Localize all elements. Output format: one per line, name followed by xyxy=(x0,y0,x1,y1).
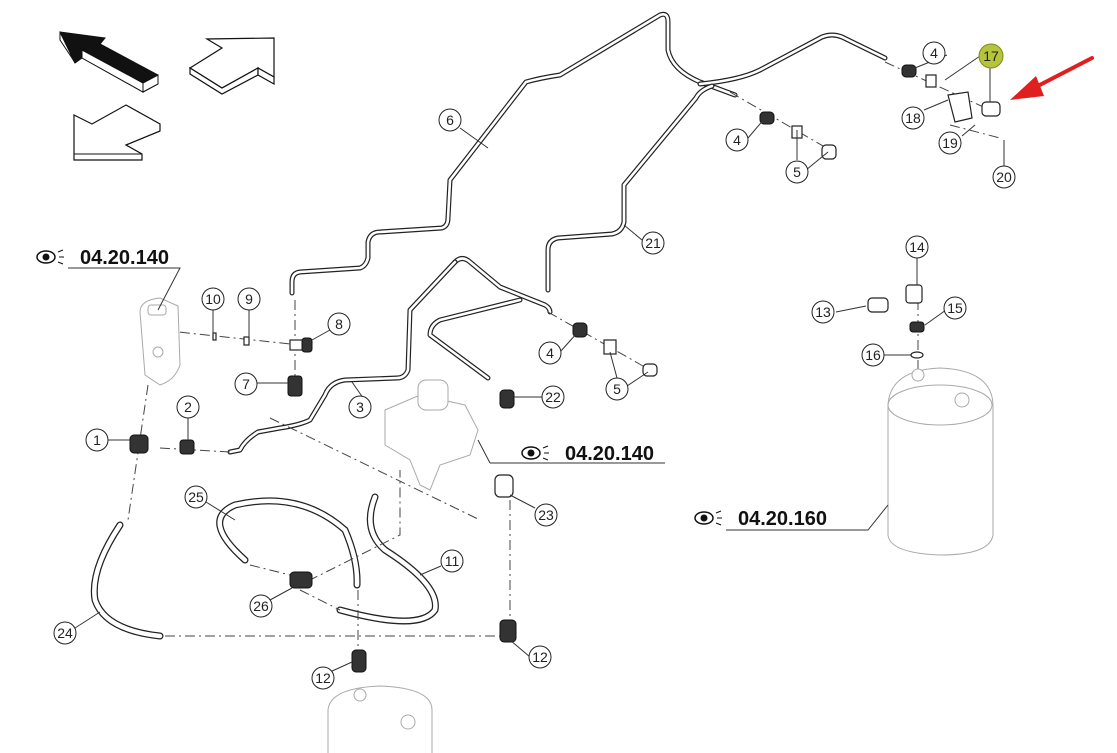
svg-text:04.20.140: 04.20.140 xyxy=(565,443,654,465)
callout-16[interactable]: 16 xyxy=(861,343,885,367)
callout-21[interactable]: 21 xyxy=(641,231,665,255)
callout-6[interactable]: 6 xyxy=(438,108,462,132)
eye-icon xyxy=(36,249,64,265)
callout-4-low[interactable]: 4 xyxy=(538,341,562,365)
svg-text:4: 4 xyxy=(930,45,938,61)
callout-24[interactable]: 24 xyxy=(53,621,77,645)
svg-text:19: 19 xyxy=(942,135,958,151)
leaders xyxy=(68,54,1005,673)
nav-arrow-up-right[interactable] xyxy=(188,37,275,95)
red-pointer-arrow xyxy=(1010,56,1094,100)
pipe-21 xyxy=(545,32,888,293)
svg-text:12: 12 xyxy=(532,649,548,665)
svg-text:4: 4 xyxy=(733,132,741,148)
callout-1[interactable]: 1 xyxy=(85,428,109,452)
callout-26[interactable]: 26 xyxy=(249,594,273,618)
eye-icon xyxy=(521,445,549,461)
pipe-3 xyxy=(227,256,553,455)
callout-8[interactable]: 8 xyxy=(327,312,351,336)
callout-9[interactable]: 9 xyxy=(237,287,261,311)
valve-body-left xyxy=(139,297,181,386)
callout-12-right[interactable]: 12 xyxy=(528,645,552,669)
svg-text:6: 6 xyxy=(446,112,454,128)
reference-link-3[interactable]: 04.20.160 xyxy=(694,508,827,530)
svg-text:7: 7 xyxy=(242,376,250,392)
fittings xyxy=(129,64,1001,673)
svg-text:5: 5 xyxy=(613,381,621,397)
svg-text:15: 15 xyxy=(947,300,963,316)
callout-4-top[interactable]: 4 xyxy=(922,41,946,65)
callout-11[interactable]: 11 xyxy=(440,549,464,573)
svg-text:16: 16 xyxy=(865,347,881,363)
svg-text:20: 20 xyxy=(996,169,1012,185)
svg-text:22: 22 xyxy=(545,389,561,405)
callout-13[interactable]: 13 xyxy=(811,300,835,324)
callout-22[interactable]: 22 xyxy=(541,385,565,409)
callout-5-mid[interactable]: 5 xyxy=(785,160,809,184)
svg-text:10: 10 xyxy=(205,291,221,307)
svg-text:14: 14 xyxy=(909,239,925,255)
svg-text:9: 9 xyxy=(245,291,253,307)
svg-text:4: 4 xyxy=(546,345,554,361)
callout-12-bottom[interactable]: 12 xyxy=(311,666,335,690)
callout-15[interactable]: 15 xyxy=(943,296,967,320)
callout-25[interactable]: 25 xyxy=(184,485,208,509)
callout-2[interactable]: 2 xyxy=(176,395,200,419)
svg-text:26: 26 xyxy=(253,598,269,614)
svg-text:18: 18 xyxy=(905,110,921,126)
callout-14[interactable]: 14 xyxy=(905,235,929,259)
pipe-6 xyxy=(289,11,738,296)
svg-text:11: 11 xyxy=(445,553,460,569)
callout-7[interactable]: 7 xyxy=(234,372,258,396)
svg-text:04.20.160: 04.20.160 xyxy=(738,508,827,530)
svg-text:3: 3 xyxy=(356,399,364,415)
svg-text:8: 8 xyxy=(335,316,343,332)
callout-10[interactable]: 10 xyxy=(201,287,225,311)
callout-23[interactable]: 23 xyxy=(534,503,558,527)
callout-5-low[interactable]: 5 xyxy=(605,377,629,401)
hose-11 xyxy=(336,493,439,625)
callout-17-highlighted[interactable]: 17 xyxy=(978,43,1004,69)
callout-20[interactable]: 20 xyxy=(992,165,1016,189)
svg-text:12: 12 xyxy=(315,670,331,686)
air-tank-bottom xyxy=(327,685,433,753)
callout-3[interactable]: 3 xyxy=(348,395,372,419)
svg-text:5: 5 xyxy=(793,164,801,180)
eye-icon xyxy=(694,510,722,526)
nav-arrow-up-left-active[interactable] xyxy=(59,31,159,93)
svg-text:13: 13 xyxy=(815,304,831,320)
hose-25 xyxy=(216,497,361,589)
nav-arrow-down-left[interactable] xyxy=(73,104,161,161)
svg-text:2: 2 xyxy=(184,399,192,415)
svg-text:21: 21 xyxy=(645,235,661,251)
air-tank-right xyxy=(887,367,994,556)
svg-text:1: 1 xyxy=(93,432,101,448)
svg-text:23: 23 xyxy=(538,507,554,523)
svg-text:25: 25 xyxy=(188,489,204,505)
svg-text:24: 24 xyxy=(57,625,73,641)
reference-link-2[interactable]: 04.20.140 xyxy=(521,443,654,465)
callout-19[interactable]: 19 xyxy=(938,131,962,155)
svg-text:04.20.140: 04.20.140 xyxy=(80,247,169,269)
svg-text:17: 17 xyxy=(983,48,999,64)
hose-24 xyxy=(90,521,164,640)
callout-18[interactable]: 18 xyxy=(901,106,925,130)
callout-4-mid[interactable]: 4 xyxy=(725,128,749,152)
reference-link-1[interactable]: 04.20.140 xyxy=(36,247,169,269)
valve-body-center xyxy=(384,379,479,491)
